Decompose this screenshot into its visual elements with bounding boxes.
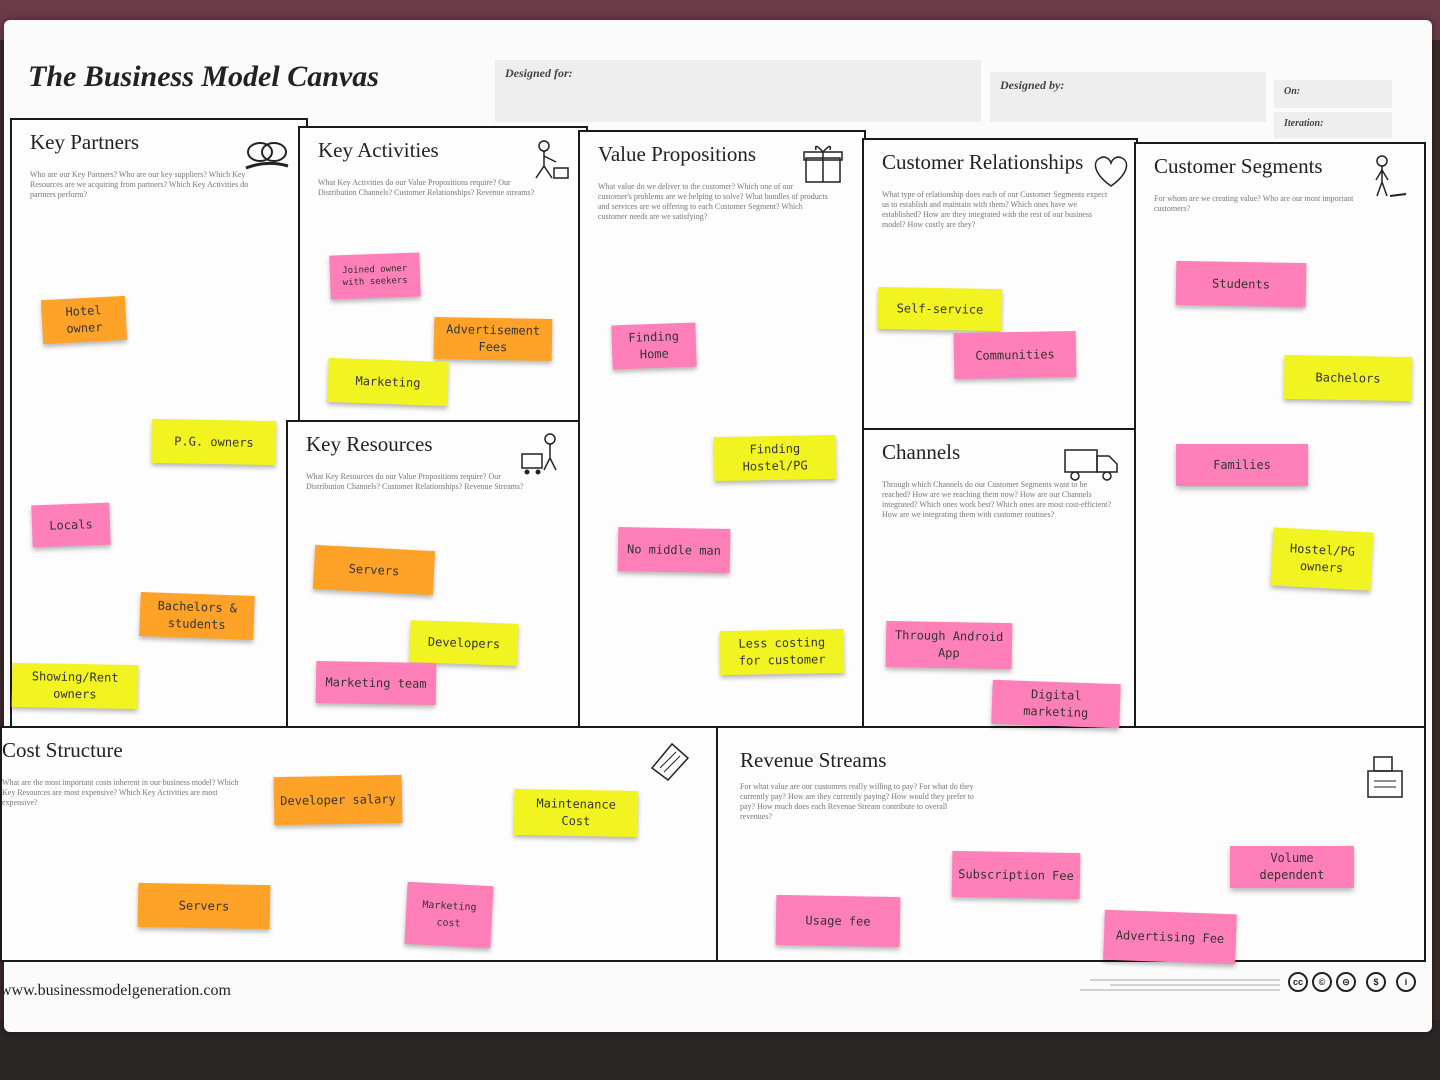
sticky-note-value-propositions-2: Finding Hostel/PG	[713, 434, 837, 482]
sticky-note-key-resources-1: Servers	[312, 544, 436, 596]
sticky-note-revenue-streams-4: Advertising Fee	[1103, 909, 1237, 965]
chain-link-icon	[245, 142, 289, 170]
sticky-note-channels-2: Digital marketing	[991, 679, 1121, 729]
block-channels: Channels Through which Channels do our C…	[862, 428, 1142, 730]
worker-with-cart-icon	[521, 433, 557, 475]
license-text	[1070, 976, 1280, 999]
sticky-note-value-propositions-4: Less costing for customer	[719, 628, 845, 676]
sticky-note-key-partners-3: Locals	[31, 502, 111, 548]
block-cost-structure: Cost Structure What are the most importa…	[0, 726, 720, 962]
sticky-note-value-propositions-3: No middle man	[617, 527, 731, 573]
block-questions: Through which Channels do our Customer S…	[882, 480, 1112, 519]
sticky-note-customer-segments-2: Bachelors	[1283, 354, 1413, 402]
block-title: Revenue Streams	[740, 748, 887, 772]
sticky-note-customer-relationships-2: Communities	[953, 330, 1077, 380]
block-title: Customer Segments	[1154, 154, 1323, 178]
sticky-note-key-activities-2: Advertisement Fees	[433, 316, 553, 362]
block-questions: Who are our Key Partners? Who are our ke…	[30, 170, 249, 199]
sticky-note-revenue-streams-2: Volume dependent	[1230, 846, 1354, 888]
sticky-note-key-activities-3: Marketing	[327, 357, 449, 407]
cash-register-icon	[1367, 756, 1403, 798]
copyright-icon: ©	[1312, 972, 1332, 992]
cc-icon: cc	[1288, 972, 1308, 992]
sticky-note-key-partners-5: Showing/Rent owners	[11, 662, 139, 710]
block-title: Key Activities	[318, 138, 439, 162]
license-fine-print-lines	[1080, 979, 1280, 991]
gift-box-icon	[803, 145, 843, 183]
block-questions: What type of relationship does each of o…	[882, 190, 1108, 229]
block-title: Customer Relationships	[882, 150, 1084, 174]
sticky-note-revenue-streams-3: Usage fee	[775, 894, 901, 948]
designed-for-box: Designed for:	[495, 60, 981, 122]
share-alike-icon: ⊝	[1336, 972, 1356, 992]
sticky-note-cost-structure-4: Marketing cost	[404, 881, 494, 949]
block-questions: What value do we deliver to the customer…	[598, 182, 828, 221]
block-questions: For what value are our customers really …	[740, 782, 974, 821]
sticky-note-cost-structure-1: Developer salary	[273, 774, 403, 826]
non-commercial-icon: $	[1366, 972, 1386, 992]
block-customer-relationships: Customer Relationships What type of rela…	[862, 138, 1138, 430]
sticky-note-cost-structure-2: Maintenance Cost	[513, 788, 639, 838]
price-tag-icon	[650, 742, 690, 782]
sticky-note-customer-segments-1: Students	[1175, 260, 1307, 308]
poster-title: The Business Model Canvas	[28, 60, 379, 93]
sticky-note-customer-segments-3: Families	[1176, 444, 1308, 486]
person-icon	[1375, 155, 1407, 197]
sticky-note-cost-structure-3: Servers	[137, 882, 271, 930]
designed-by-label: Designed by:	[1000, 78, 1065, 92]
block-title: Cost Structure	[2, 738, 123, 762]
sticky-note-channels-1: Through Android App	[885, 620, 1013, 670]
sticky-note-key-partners-2: P.G. owners	[151, 418, 277, 466]
block-customer-segments: Customer Segments For whom are we creati…	[1134, 142, 1426, 734]
sticky-note-value-propositions-1: Finding Home	[611, 322, 697, 370]
sticky-note-revenue-streams-1: Subscription Fee	[951, 850, 1081, 900]
footer-website: www.businessmodelgeneration.com	[0, 982, 231, 999]
sticky-note-key-resources-3: Marketing team	[315, 660, 437, 706]
worker-icon	[535, 140, 569, 179]
delivery-truck-icon	[1064, 449, 1118, 481]
block-questions: What Key Activities do our Value Proposi…	[318, 178, 535, 197]
on-label: On:	[1284, 86, 1301, 97]
block-questions: What Key Resources do our Value Proposit…	[306, 472, 524, 491]
sticky-note-key-activities-1: Joined owner with seekers	[329, 252, 421, 300]
sticky-note-key-partners-1: Hotel owner	[40, 295, 128, 345]
on-date-box: On:	[1274, 80, 1392, 108]
designed-for-label: Designed for:	[505, 66, 573, 80]
heart-icon	[1094, 156, 1128, 187]
block-questions: For whom are we creating value? Who are …	[1154, 194, 1354, 213]
designed-by-box: Designed by:	[990, 72, 1266, 122]
block-questions: What are the most important costs inhere…	[2, 778, 239, 807]
block-title: Key Partners	[30, 130, 140, 154]
sticky-note-key-resources-2: Developers	[409, 620, 519, 666]
block-title: Value Propositions	[598, 142, 757, 166]
sticky-note-key-partners-4: Bachelors & students	[139, 592, 255, 640]
iteration-label: Iteration:	[1284, 118, 1324, 129]
sticky-note-customer-segments-4: Hostel/PG owners	[1270, 527, 1374, 591]
block-title: Channels	[882, 440, 961, 464]
block-title: Key Resources	[306, 432, 433, 456]
info-icon: i	[1396, 972, 1416, 992]
sticky-note-customer-relationships-1: Self-service	[877, 286, 1003, 332]
iteration-box: Iteration:	[1274, 112, 1392, 138]
